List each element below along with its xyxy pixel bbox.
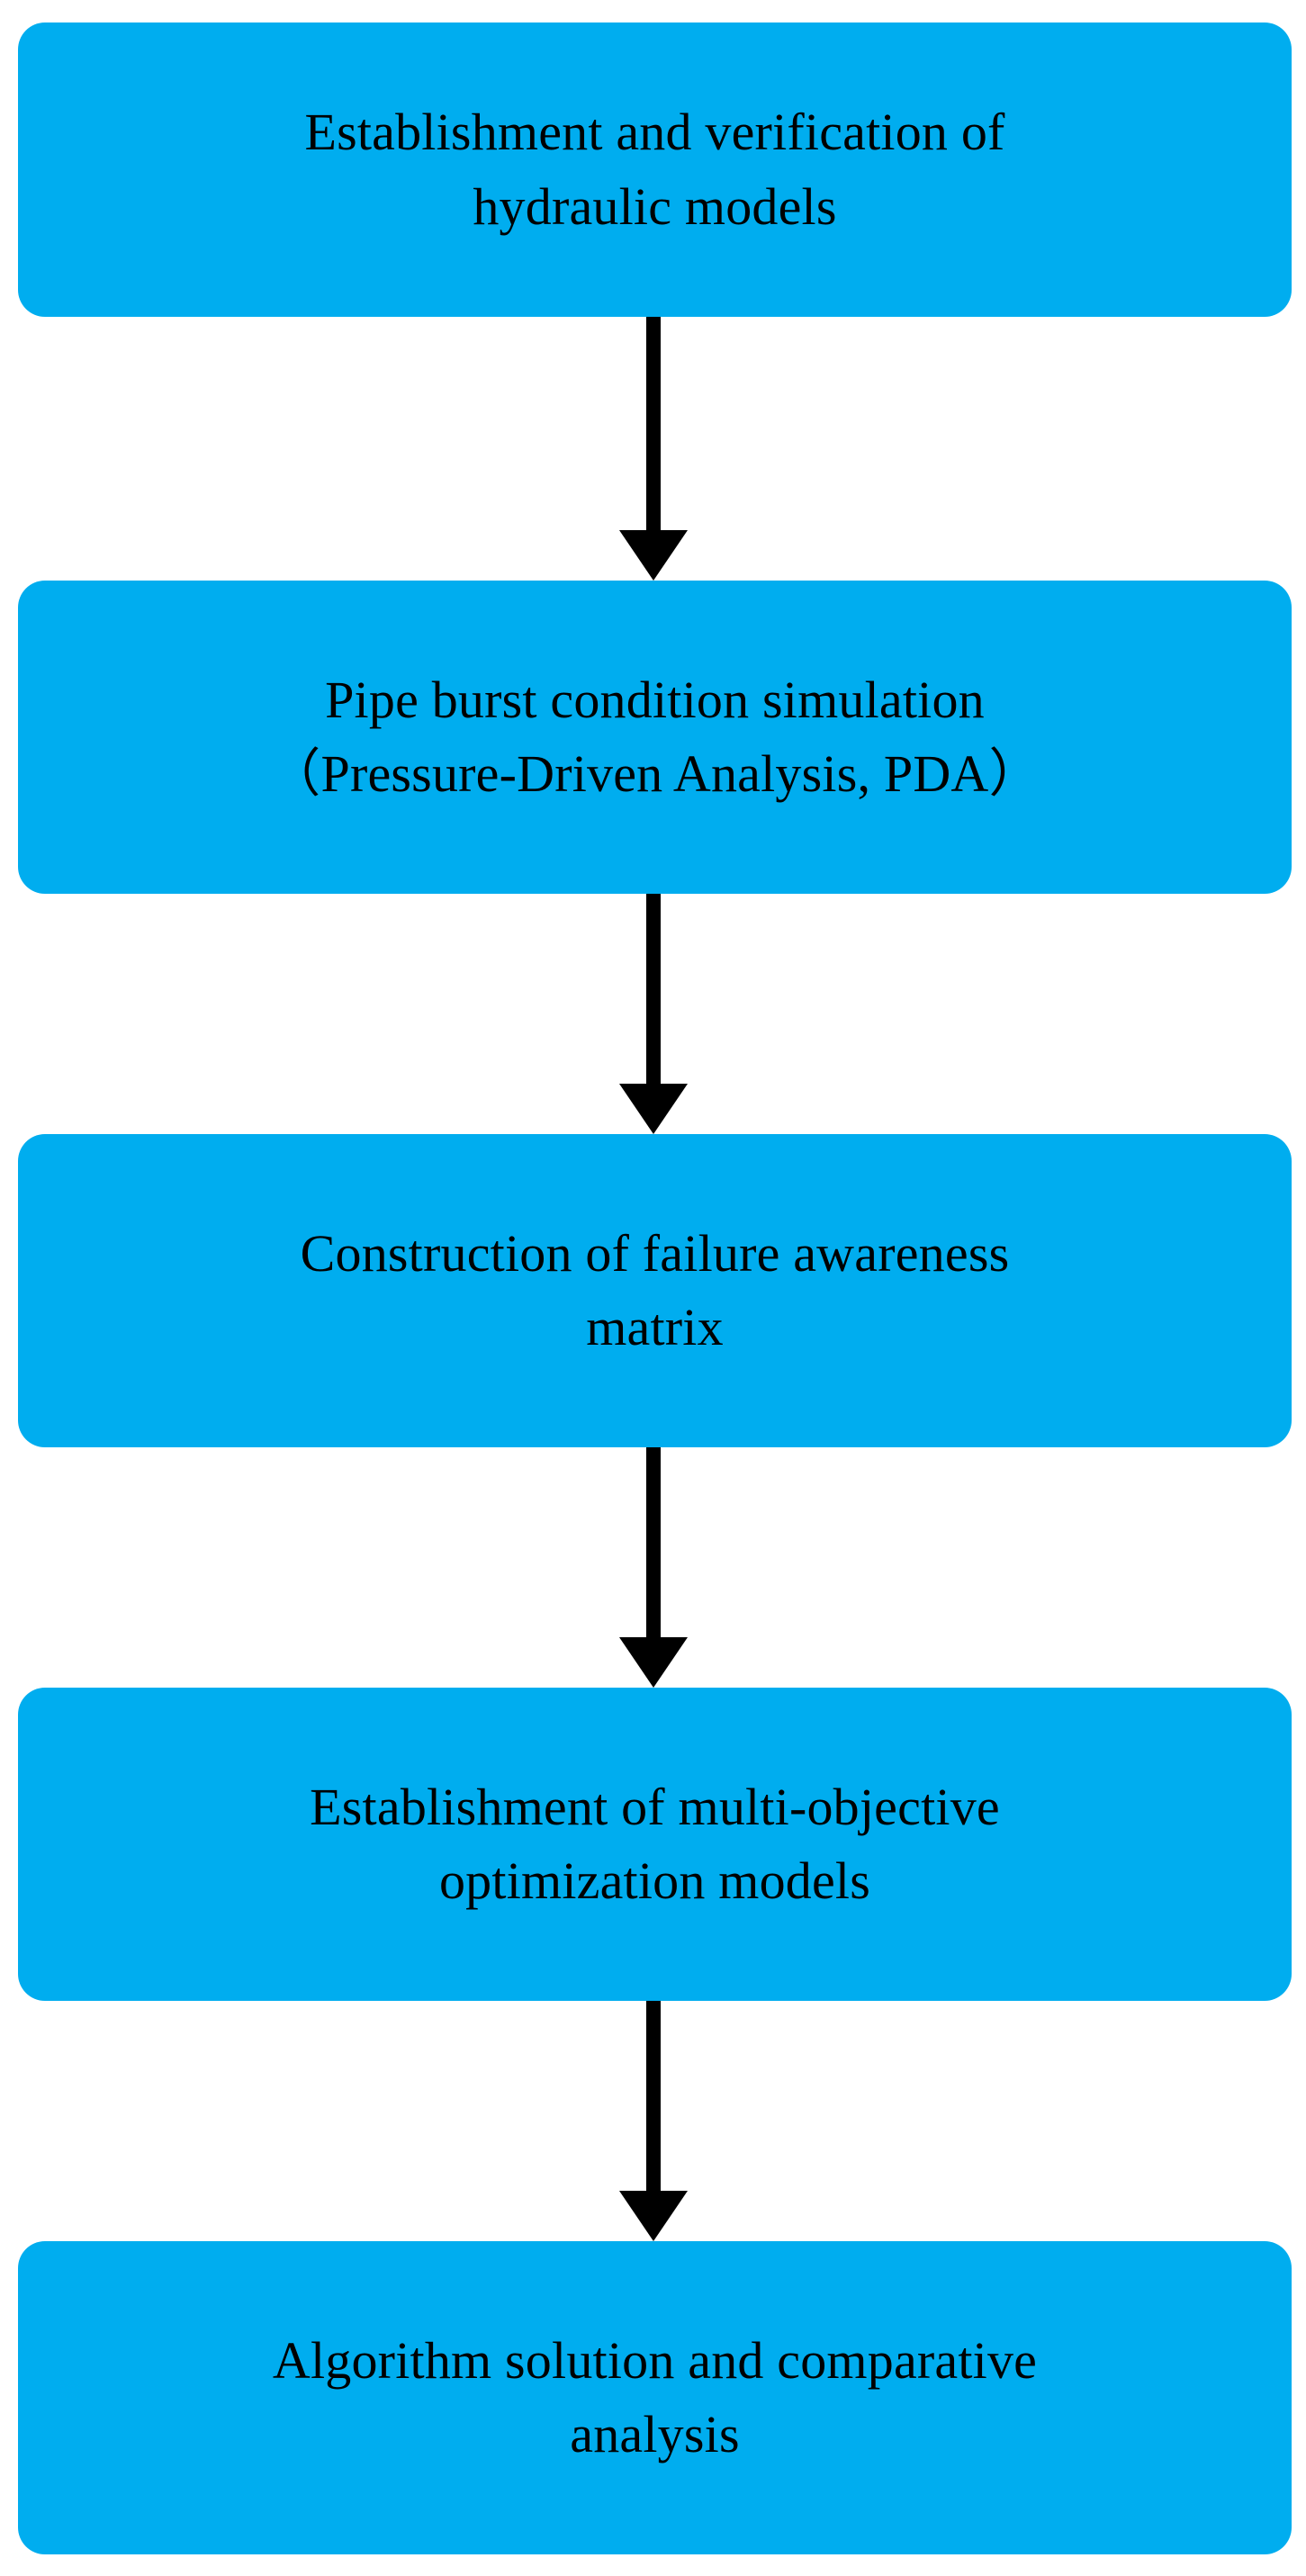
flowchart-node-pipe-burst-condition-simulation[interactable]: Pipe burst condition simulation （Pressur… bbox=[18, 581, 1292, 894]
flowchart-node-establishment-multi-objective-optimization-models[interactable]: Establishment of multi-objective optimiz… bbox=[18, 1688, 1292, 2001]
node-text-line-2: analysis bbox=[570, 2405, 740, 2463]
node-text-line-1: Establishment and verification of bbox=[304, 103, 1005, 162]
flowchart-node-construction-failure-awareness-matrix[interactable]: Construction of failure awareness matrix bbox=[18, 1134, 1292, 1447]
connector-arrow-1 bbox=[0, 317, 1306, 581]
down-arrow-icon bbox=[619, 2001, 688, 2241]
node-text-line-1: Algorithm solution and comparative bbox=[272, 2330, 1038, 2390]
connector-arrow-3 bbox=[0, 1447, 1306, 1688]
down-arrow-icon bbox=[619, 1447, 688, 1688]
node-text-line-2: （Pressure-Driven Analysis, PDA） bbox=[268, 744, 1041, 803]
node-text-line-2: matrix bbox=[586, 1298, 724, 1356]
node-text-line-2: optimization models bbox=[438, 1851, 870, 1910]
node-text-line-1: Establishment of multi-objective bbox=[310, 1777, 1000, 1836]
flowchart-node-algorithm-solution-comparative-analysis[interactable]: Algorithm solution and comparative analy… bbox=[18, 2241, 1292, 2554]
node-text-line-1: Construction of failure awareness bbox=[300, 1223, 1010, 1283]
connector-arrow-2 bbox=[0, 894, 1306, 1134]
down-arrow-icon bbox=[619, 894, 688, 1134]
node-text-line-2: hydraulic models bbox=[473, 176, 837, 236]
down-arrow-icon bbox=[619, 317, 688, 581]
connector-arrow-4 bbox=[0, 2001, 1306, 2241]
node-text-line-1: Pipe burst condition simulation bbox=[325, 670, 985, 729]
flowchart-node-establishment-verification-hydraulic-models[interactable]: Establishment and verification of hydrau… bbox=[18, 23, 1292, 317]
